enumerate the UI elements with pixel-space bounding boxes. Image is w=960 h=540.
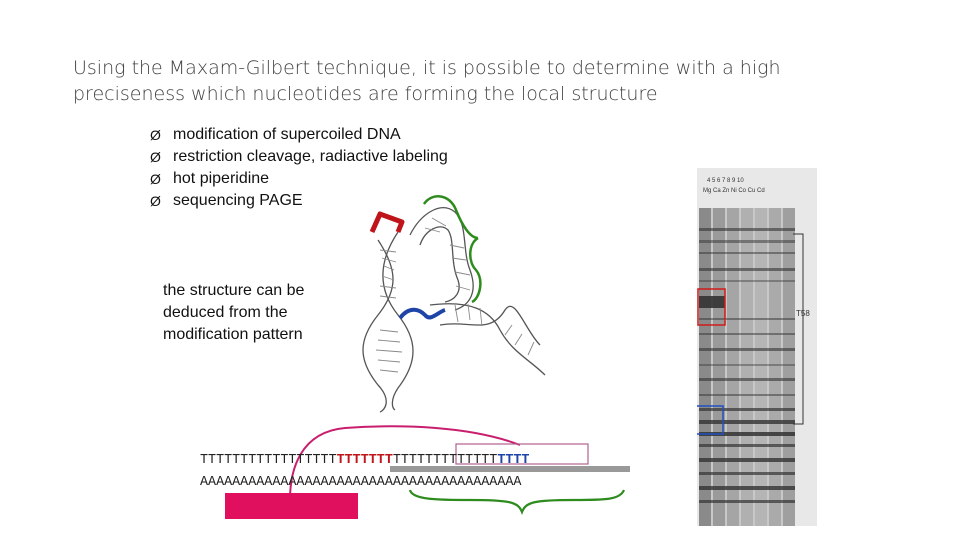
sequence-bottom-strand: AAAAAAAAAAAAAAAAAAAAAAAAAAAAAAAAAAAAAAAA [200, 475, 522, 490]
purple-box [455, 443, 589, 465]
bullet-text: modification of supercoiled DNA [173, 126, 401, 143]
arrow-bullet-icon: Ø [150, 171, 161, 187]
green-brace-mark [422, 195, 482, 304]
gel-lane-numbers: 4 5 6 7 8 9 10 [707, 178, 744, 184]
slide-title: Using the Maxam-Gilbert technique, it is… [73, 57, 781, 105]
arrow-bullet-icon: Ø [150, 127, 161, 143]
seq-top-blue: TTTT [497, 453, 530, 468]
arrow-bullet-icon: Ø [150, 149, 161, 165]
seq-top-red: TTTTTTT [336, 453, 393, 468]
arrow-bullet-icon: Ø [150, 193, 161, 209]
gel-red-box [697, 288, 726, 326]
red-bracket-mark [369, 211, 405, 234]
hairpin-helix [409, 207, 474, 311]
gel-svg: 4 5 6 7 8 9 10 Mg Ca Zn Ni Co Cu Cd [697, 168, 817, 526]
bullet-text: sequencing PAGE [173, 192, 303, 209]
sequence-top-strand: TTTTTTTTTTTTTTTTTTTTTTTTTTTTTTTTTTTTTTTT… [200, 453, 529, 468]
gel-band-label: T58 [796, 309, 810, 318]
gel-lanes [699, 208, 795, 526]
diagram-caption: the structure can be deduced from the mo… [163, 282, 305, 343]
magenta-highlight-box [225, 493, 358, 519]
magenta-arc [289, 425, 521, 501]
right-helix [429, 303, 546, 376]
bullet-text: hot piperidine [173, 170, 270, 187]
gel-lane-labels: Mg Ca Zn Ni Co Cu Cd [703, 188, 765, 194]
blue-squiggle-mark [398, 307, 446, 320]
seq-top-part: TTTTTTTTTTTTT [392, 453, 498, 468]
green-brace-bottom [408, 489, 626, 515]
gel-bands [699, 228, 795, 503]
left-helix [362, 231, 414, 413]
gel-image: 4 5 6 7 8 9 10 Mg Ca Zn Ni Co Cu Cd [697, 168, 817, 526]
gel-bracket [793, 233, 804, 425]
hatched-band [390, 466, 630, 472]
bullet-text: restriction cleavage, radiactive labelin… [173, 148, 448, 165]
seq-top-part: TTTTTTTTTTTTTTTTT [200, 453, 337, 468]
gel-blue-box [697, 405, 724, 435]
